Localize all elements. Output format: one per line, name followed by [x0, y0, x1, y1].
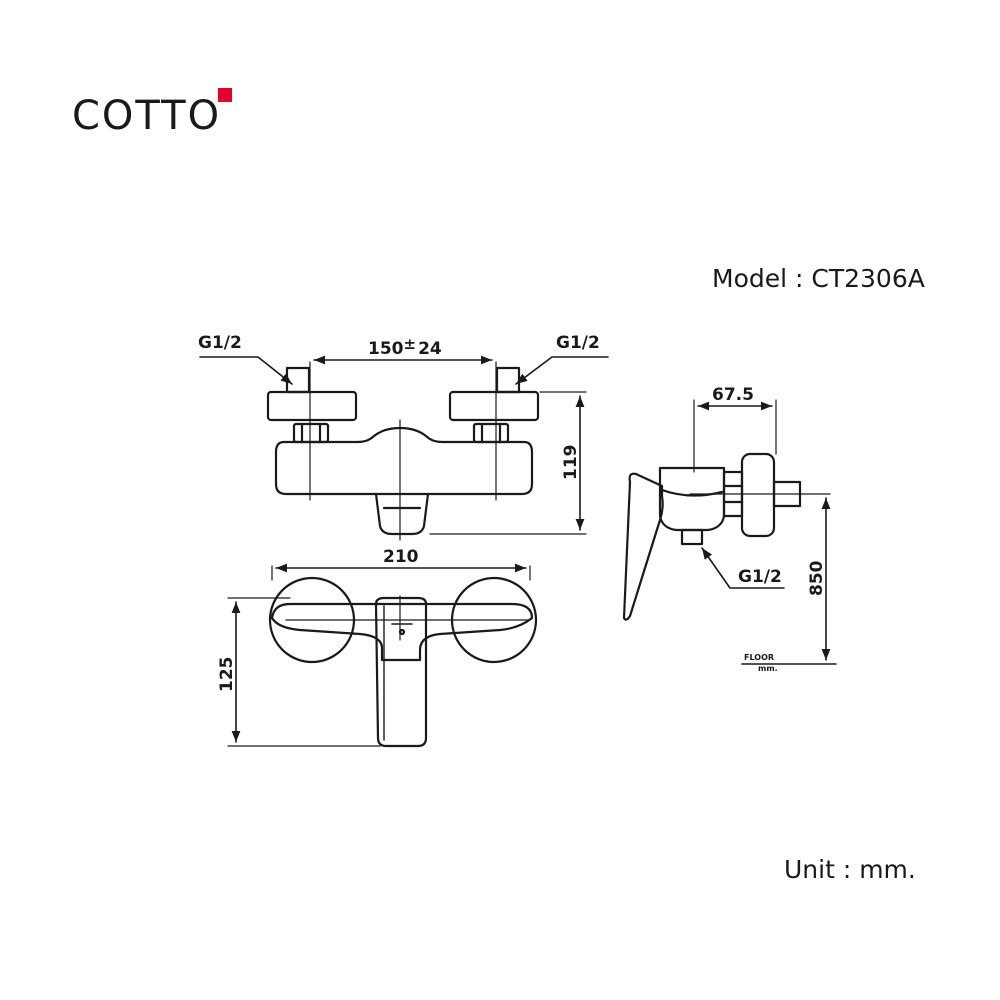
dim-depth: 67.5 [712, 385, 754, 405]
dim-inlet-left: G1/2 [198, 333, 242, 353]
dim-center-distance: 150±24 [368, 335, 442, 359]
side-view [622, 452, 831, 621]
model-label: Model : CT2306A [712, 264, 925, 293]
dim-floor-height: 850 [807, 560, 827, 596]
top-view [266, 361, 540, 541]
brand-logo-mark [218, 88, 232, 102]
front-view [268, 576, 538, 748]
dim-outlet: G1/2 [738, 567, 782, 587]
dim-height-front: 125 [217, 657, 237, 693]
floor-label: FLOOR [744, 653, 774, 662]
dim-width: 210 [383, 547, 419, 567]
floor-unit: mm. [758, 664, 778, 673]
brand-logo: COTTO [72, 93, 222, 139]
dim-inlet-right: G1/2 [556, 333, 600, 353]
unit-label: Unit : mm. [784, 855, 916, 884]
dim-height-top: 119 [561, 445, 581, 481]
